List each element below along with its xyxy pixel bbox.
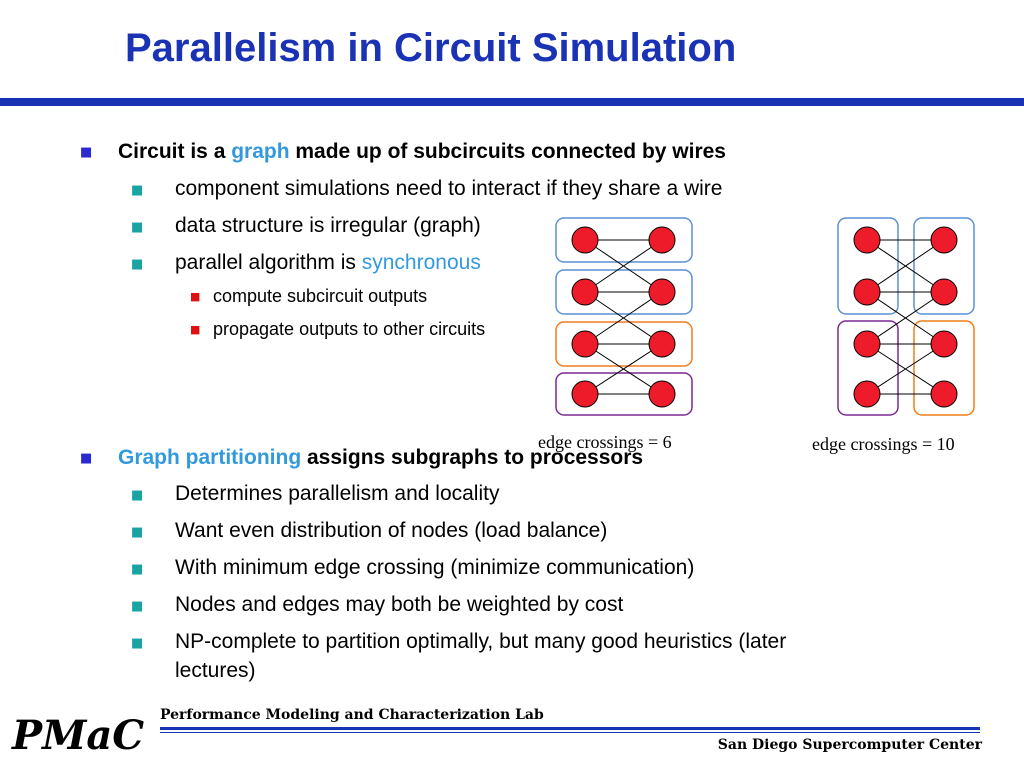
sub-bullet-weighted: Nodes and edges may both be weighted by …: [175, 593, 624, 616]
partition-box-purple: [837, 320, 899, 416]
footer-lab-name: Performance Modeling and Characterizatio…: [160, 707, 544, 723]
graph-nodes: [853, 226, 958, 408]
bullet-square-icon: ■: [80, 451, 93, 466]
bullet-square-icon: ■: [131, 562, 144, 577]
footer-divider: [160, 727, 980, 730]
bullet-square-icon: ■: [131, 599, 144, 614]
title-divider: [0, 98, 1024, 106]
footer-center-name: San Diego Supercomputer Center: [717, 737, 982, 753]
bullet-square-icon: ■: [131, 636, 144, 651]
graph-node: [853, 380, 881, 408]
bullet-square-icon: ■: [131, 257, 144, 272]
bullet-square-icon: ■: [131, 525, 144, 540]
partition-box-blue: [555, 269, 693, 315]
partition-box-orange: [555, 321, 693, 367]
graph-node: [571, 226, 599, 254]
graph-node: [930, 380, 958, 408]
sub-bullet-edge-crossing: With minimum edge crossing (minimize com…: [175, 556, 695, 579]
sub-bullet-np-complete-continued: lectures): [175, 659, 256, 682]
right-partition-diagram: [837, 217, 975, 416]
graph-nodes: [571, 226, 676, 408]
partition-box-blue: [555, 217, 693, 263]
footer-divider-thin: [160, 732, 980, 733]
sub-bullet-irregular: data structure is irregular (graph): [175, 214, 481, 237]
sub-bullet-load-balance: Want even distribution of nodes (load ba…: [175, 519, 608, 542]
sub-bullet-interact: component simulations need to interact i…: [175, 177, 723, 200]
graph-node: [853, 278, 881, 306]
graph-node: [648, 380, 676, 408]
bullet-graph-partitioning: Graph partitioning assigns subgraphs to …: [118, 446, 643, 470]
bullet-square-icon: ■: [190, 290, 201, 303]
graph-node: [571, 278, 599, 306]
graph-node: [930, 330, 958, 358]
right-diagram-caption: edge crossings = 10: [812, 434, 955, 454]
graph-node: [648, 226, 676, 254]
graph-node: [648, 330, 676, 358]
graph-edges: [584, 239, 663, 395]
partition-box-orange: [913, 320, 975, 416]
sub-bullet-parallelism: Determines parallelism and locality: [175, 482, 500, 505]
bullet-text-suffix: assigns subgraphs to processors: [301, 446, 644, 469]
bullet-square-icon: ■: [131, 220, 144, 235]
graph-node: [930, 278, 958, 306]
sub-sub-bullet-propagate: propagate outputs to other circuits: [213, 319, 486, 339]
slide-title: Parallelism in Circuit Simulation: [125, 26, 737, 70]
left-partition-diagram: [555, 217, 693, 416]
sub-bullet-np-complete: NP-complete to partition optimally, but …: [175, 630, 787, 653]
bullet-square-icon: ■: [131, 488, 144, 503]
partition-box-purple: [555, 372, 693, 416]
bullet-text-suffix: made up of subcircuits connected by wire…: [289, 140, 726, 163]
partition-box-blue: [837, 217, 899, 315]
graph-node: [853, 226, 881, 254]
highlight-graph: graph: [231, 140, 290, 163]
graph-node: [930, 226, 958, 254]
graph-node: [853, 330, 881, 358]
left-diagram-caption: edge crossings = 6: [538, 432, 672, 452]
bullet-square-icon: ■: [80, 145, 93, 160]
graph-node: [571, 330, 599, 358]
graph-node: [648, 278, 676, 306]
pmac-logo: PMaC: [12, 712, 145, 759]
bullet-text-prefix: Circuit is a: [118, 140, 232, 163]
highlight-synchronous: synchronous: [361, 251, 481, 274]
graph-edges: [866, 239, 945, 395]
bullet-text-prefix: parallel algorithm is: [175, 251, 362, 274]
highlight-graph-partitioning: Graph partitioning: [118, 446, 302, 469]
bullet-square-icon: ■: [190, 323, 201, 336]
bullet-square-icon: ■: [131, 183, 144, 198]
sub-bullet-synchronous: parallel algorithm is synchronous: [175, 251, 481, 275]
graph-node: [571, 380, 599, 408]
bullet-circuit-graph: Circuit is a graph made up of subcircuit…: [118, 140, 726, 164]
partition-box-blue: [913, 217, 975, 315]
sub-sub-bullet-compute: compute subcircuit outputs: [213, 286, 428, 306]
